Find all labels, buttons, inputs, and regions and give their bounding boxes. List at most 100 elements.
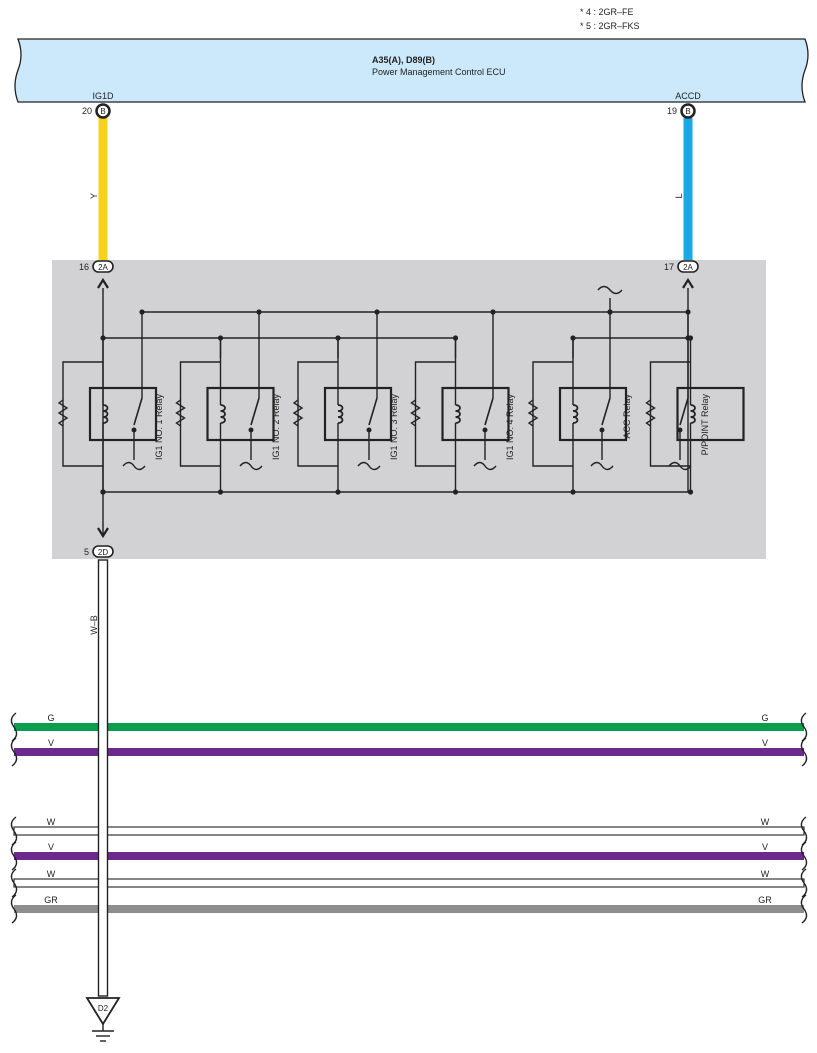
junction-dot <box>570 335 576 341</box>
ecu-pin-20-connector[interactable]: B <box>95 103 111 119</box>
bus-wire <box>14 905 804 913</box>
bus-break-right <box>800 868 808 898</box>
relay-output-tilde <box>357 461 381 471</box>
junction-dot <box>256 309 262 315</box>
bus-break-left <box>10 712 18 742</box>
relay-resistor-loop <box>414 361 456 467</box>
junction-pin-5-conn: 2D <box>98 548 108 557</box>
relay-switch-contact <box>248 427 254 433</box>
junction-pin-16-conn: 2A <box>98 263 108 272</box>
bus-label-left: V <box>48 738 54 748</box>
junction-block[interactable] <box>52 260 766 559</box>
junction-pin-17-connector[interactable]: 2A <box>677 260 699 273</box>
junction-dot <box>452 335 459 341</box>
ecu-pin-ig1d-name: IG1D <box>92 91 114 101</box>
relay-label: ACC Relay <box>622 394 632 439</box>
bus-label-left: GR <box>44 895 58 905</box>
bus-break-left <box>10 894 18 924</box>
bus-wire <box>13 826 805 836</box>
wire-accd-blue[interactable] <box>683 118 693 260</box>
arrow-in-ig1d <box>97 277 109 289</box>
acc-feed-tilde <box>597 285 623 295</box>
relay-resistor-icon <box>292 399 304 427</box>
relay-switch-contact <box>366 427 372 433</box>
relay-box <box>206 386 275 442</box>
relay-resistor-icon <box>57 399 69 427</box>
relay-coil-icon <box>220 404 226 424</box>
ecu-pin-19-num: 19 <box>667 106 677 116</box>
arrow-out-ground <box>97 527 109 539</box>
relay-resistor-loop <box>62 361 103 467</box>
bus-label-left: W <box>47 869 56 879</box>
ecu-pin-19-connector[interactable]: B <box>680 103 696 119</box>
junction-dot <box>374 309 380 315</box>
relay-box <box>323 386 393 442</box>
bus-label-right: W <box>761 869 770 879</box>
bus-wire <box>14 748 804 756</box>
ecu-name: Power Management Control ECU <box>372 67 506 77</box>
relay-switch-contact <box>677 427 683 433</box>
bus-break-left <box>10 841 18 871</box>
relay-output-tilde <box>668 461 692 471</box>
junction-dot <box>452 489 459 495</box>
ecu-box[interactable] <box>14 38 809 103</box>
bus-wire <box>13 878 805 888</box>
junction-dot <box>687 489 694 495</box>
junction-pin-16-num: 16 <box>79 262 89 272</box>
ground-point-label: D2 <box>98 1004 109 1013</box>
junction-dot <box>100 489 106 495</box>
ecu-pin-20-conn: B <box>100 107 105 116</box>
relay-output-tilde <box>590 461 614 471</box>
wire-ig1d-yellow[interactable] <box>98 118 108 260</box>
junction-pin-5-num: 5 <box>84 547 89 557</box>
relay-label: IG1 NO. 1 Relay <box>154 394 164 461</box>
bus-label-right: W <box>761 817 770 827</box>
junction-pin-17-num: 17 <box>664 262 674 272</box>
relay-output-tilde <box>239 461 263 471</box>
junction-pin-16-connector[interactable]: 2A <box>92 260 114 273</box>
junction-dot <box>685 335 691 341</box>
relay-box <box>441 386 510 442</box>
relay-switch-blade <box>250 397 260 426</box>
junction-pin-5-connector[interactable]: 2D <box>92 545 114 558</box>
relay-coil-icon <box>102 404 109 424</box>
arrow-in-accd <box>682 277 694 289</box>
junction-dot <box>607 309 613 315</box>
relay-switch-contact <box>131 427 137 433</box>
bus-break-left <box>10 868 18 898</box>
relay-box <box>676 386 745 442</box>
junction-dot <box>685 309 691 315</box>
bus-break-right <box>800 712 808 742</box>
relay-switch-blade <box>484 397 494 426</box>
relay-resistor-icon <box>175 399 186 427</box>
relay-resistor-loop <box>297 361 338 467</box>
relay-switch-blade <box>133 397 143 426</box>
relay-output-tilde <box>122 461 146 471</box>
relay-label: IG1 NO. 2 Relay <box>271 394 281 461</box>
wire-accd-label: L <box>674 193 684 198</box>
bus-wire <box>14 852 804 860</box>
bus-break-left <box>10 737 18 767</box>
relay-switch-contact <box>599 427 605 433</box>
bus-break-right <box>800 841 808 871</box>
wire-ground-wb[interactable] <box>97 559 109 997</box>
bus-wire <box>14 723 804 731</box>
bus-break-left <box>10 816 18 846</box>
junction-dot <box>217 335 224 341</box>
relay-switch-contact <box>482 427 488 433</box>
bus-label-right: V <box>762 738 768 748</box>
bus-label-left: G <box>47 713 54 723</box>
bus-label-left: V <box>48 842 54 852</box>
junction-dot <box>490 309 496 315</box>
relay-circuit <box>57 277 745 539</box>
relay-box <box>88 386 158 442</box>
note-engine-1: * 4 : 2GR–FE <box>580 7 634 17</box>
relay-coil-icon <box>572 404 579 424</box>
relay-label: P/POINT Relay <box>700 394 710 456</box>
junction-pin-17-conn: 2A <box>683 263 693 272</box>
ecu-pin-20-num: 20 <box>82 106 92 116</box>
junction-dot <box>139 309 145 315</box>
bus-break-right <box>800 737 808 767</box>
